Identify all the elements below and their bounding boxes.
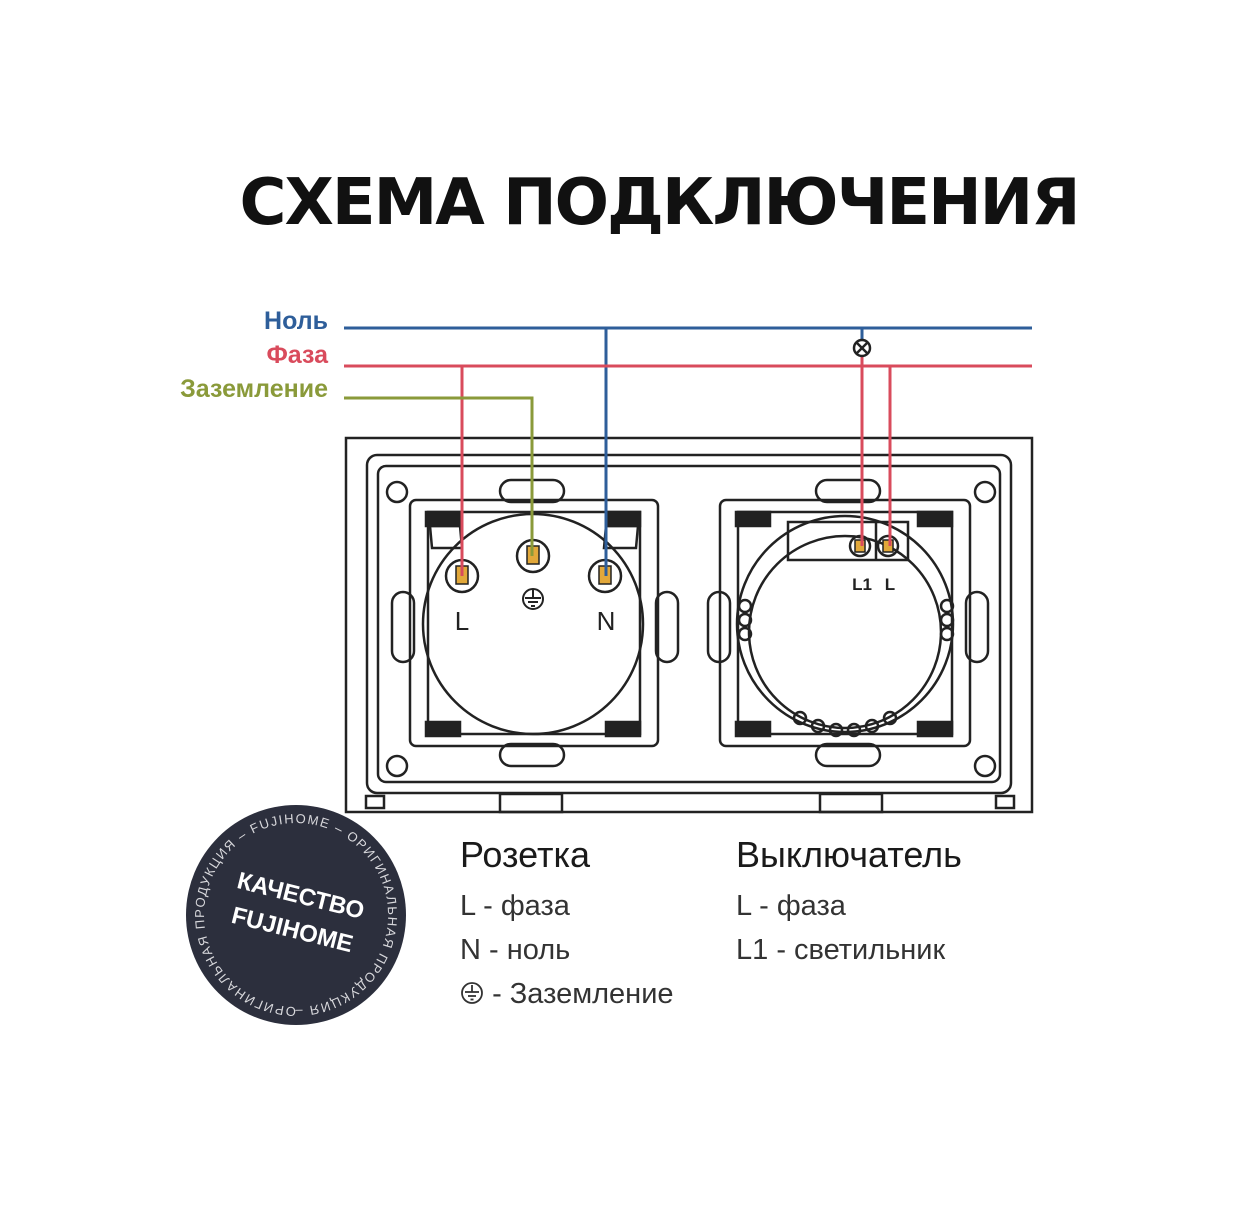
socket-module xyxy=(408,498,660,748)
ground-symbol-icon xyxy=(461,982,483,1004)
socket-label-n: N xyxy=(597,606,616,636)
ground-wire xyxy=(344,396,534,556)
socket-legend-row-ground: - Заземление xyxy=(460,972,674,1016)
switch-legend: Выключатель L - фаза L1 - светильник xyxy=(736,834,962,972)
switch-terminal-l1 xyxy=(848,534,872,558)
socket-label-l: L xyxy=(455,606,469,636)
switch-label-l: L xyxy=(885,575,895,594)
switch-label-l1: L1 xyxy=(852,575,872,594)
socket-legend-ground-text: - Заземление xyxy=(492,978,674,1010)
quality-badge: ОРИГИНАЛЬНАЯ ПРОДУКЦИЯ – FUJIHOME – ОРИГ… xyxy=(186,805,406,1025)
wires xyxy=(344,326,1032,576)
screw-holes xyxy=(385,480,997,778)
switch-legend-row-l1: L1 - светильник xyxy=(736,934,946,966)
page-title: СХЕМА ПОДКЛЮЧЕНИЯ xyxy=(239,166,1081,240)
neutral-wire-label: Ноль xyxy=(264,307,328,335)
double-frame xyxy=(344,436,1034,814)
lamp-icon xyxy=(852,338,872,358)
badge-circle xyxy=(186,805,406,1025)
socket-legend-row-l: L - фаза xyxy=(460,890,570,922)
mounting-slots xyxy=(390,478,990,768)
switch-terminal-l xyxy=(876,534,900,558)
phase-wire-label: Фаза xyxy=(266,341,328,369)
switch-module xyxy=(718,498,972,748)
socket-legend-title: Розетка xyxy=(460,834,591,875)
ground-symbol-icon xyxy=(522,588,544,610)
switch-legend-title: Выключатель xyxy=(736,834,962,875)
switch-legend-row-l: L - фаза xyxy=(736,890,846,922)
ground-wire-label: Заземление xyxy=(180,375,328,403)
socket-legend-row-n: N - ноль xyxy=(460,934,571,966)
socket-legend: Розетка L - фаза N - ноль - Заземление xyxy=(460,834,674,1016)
